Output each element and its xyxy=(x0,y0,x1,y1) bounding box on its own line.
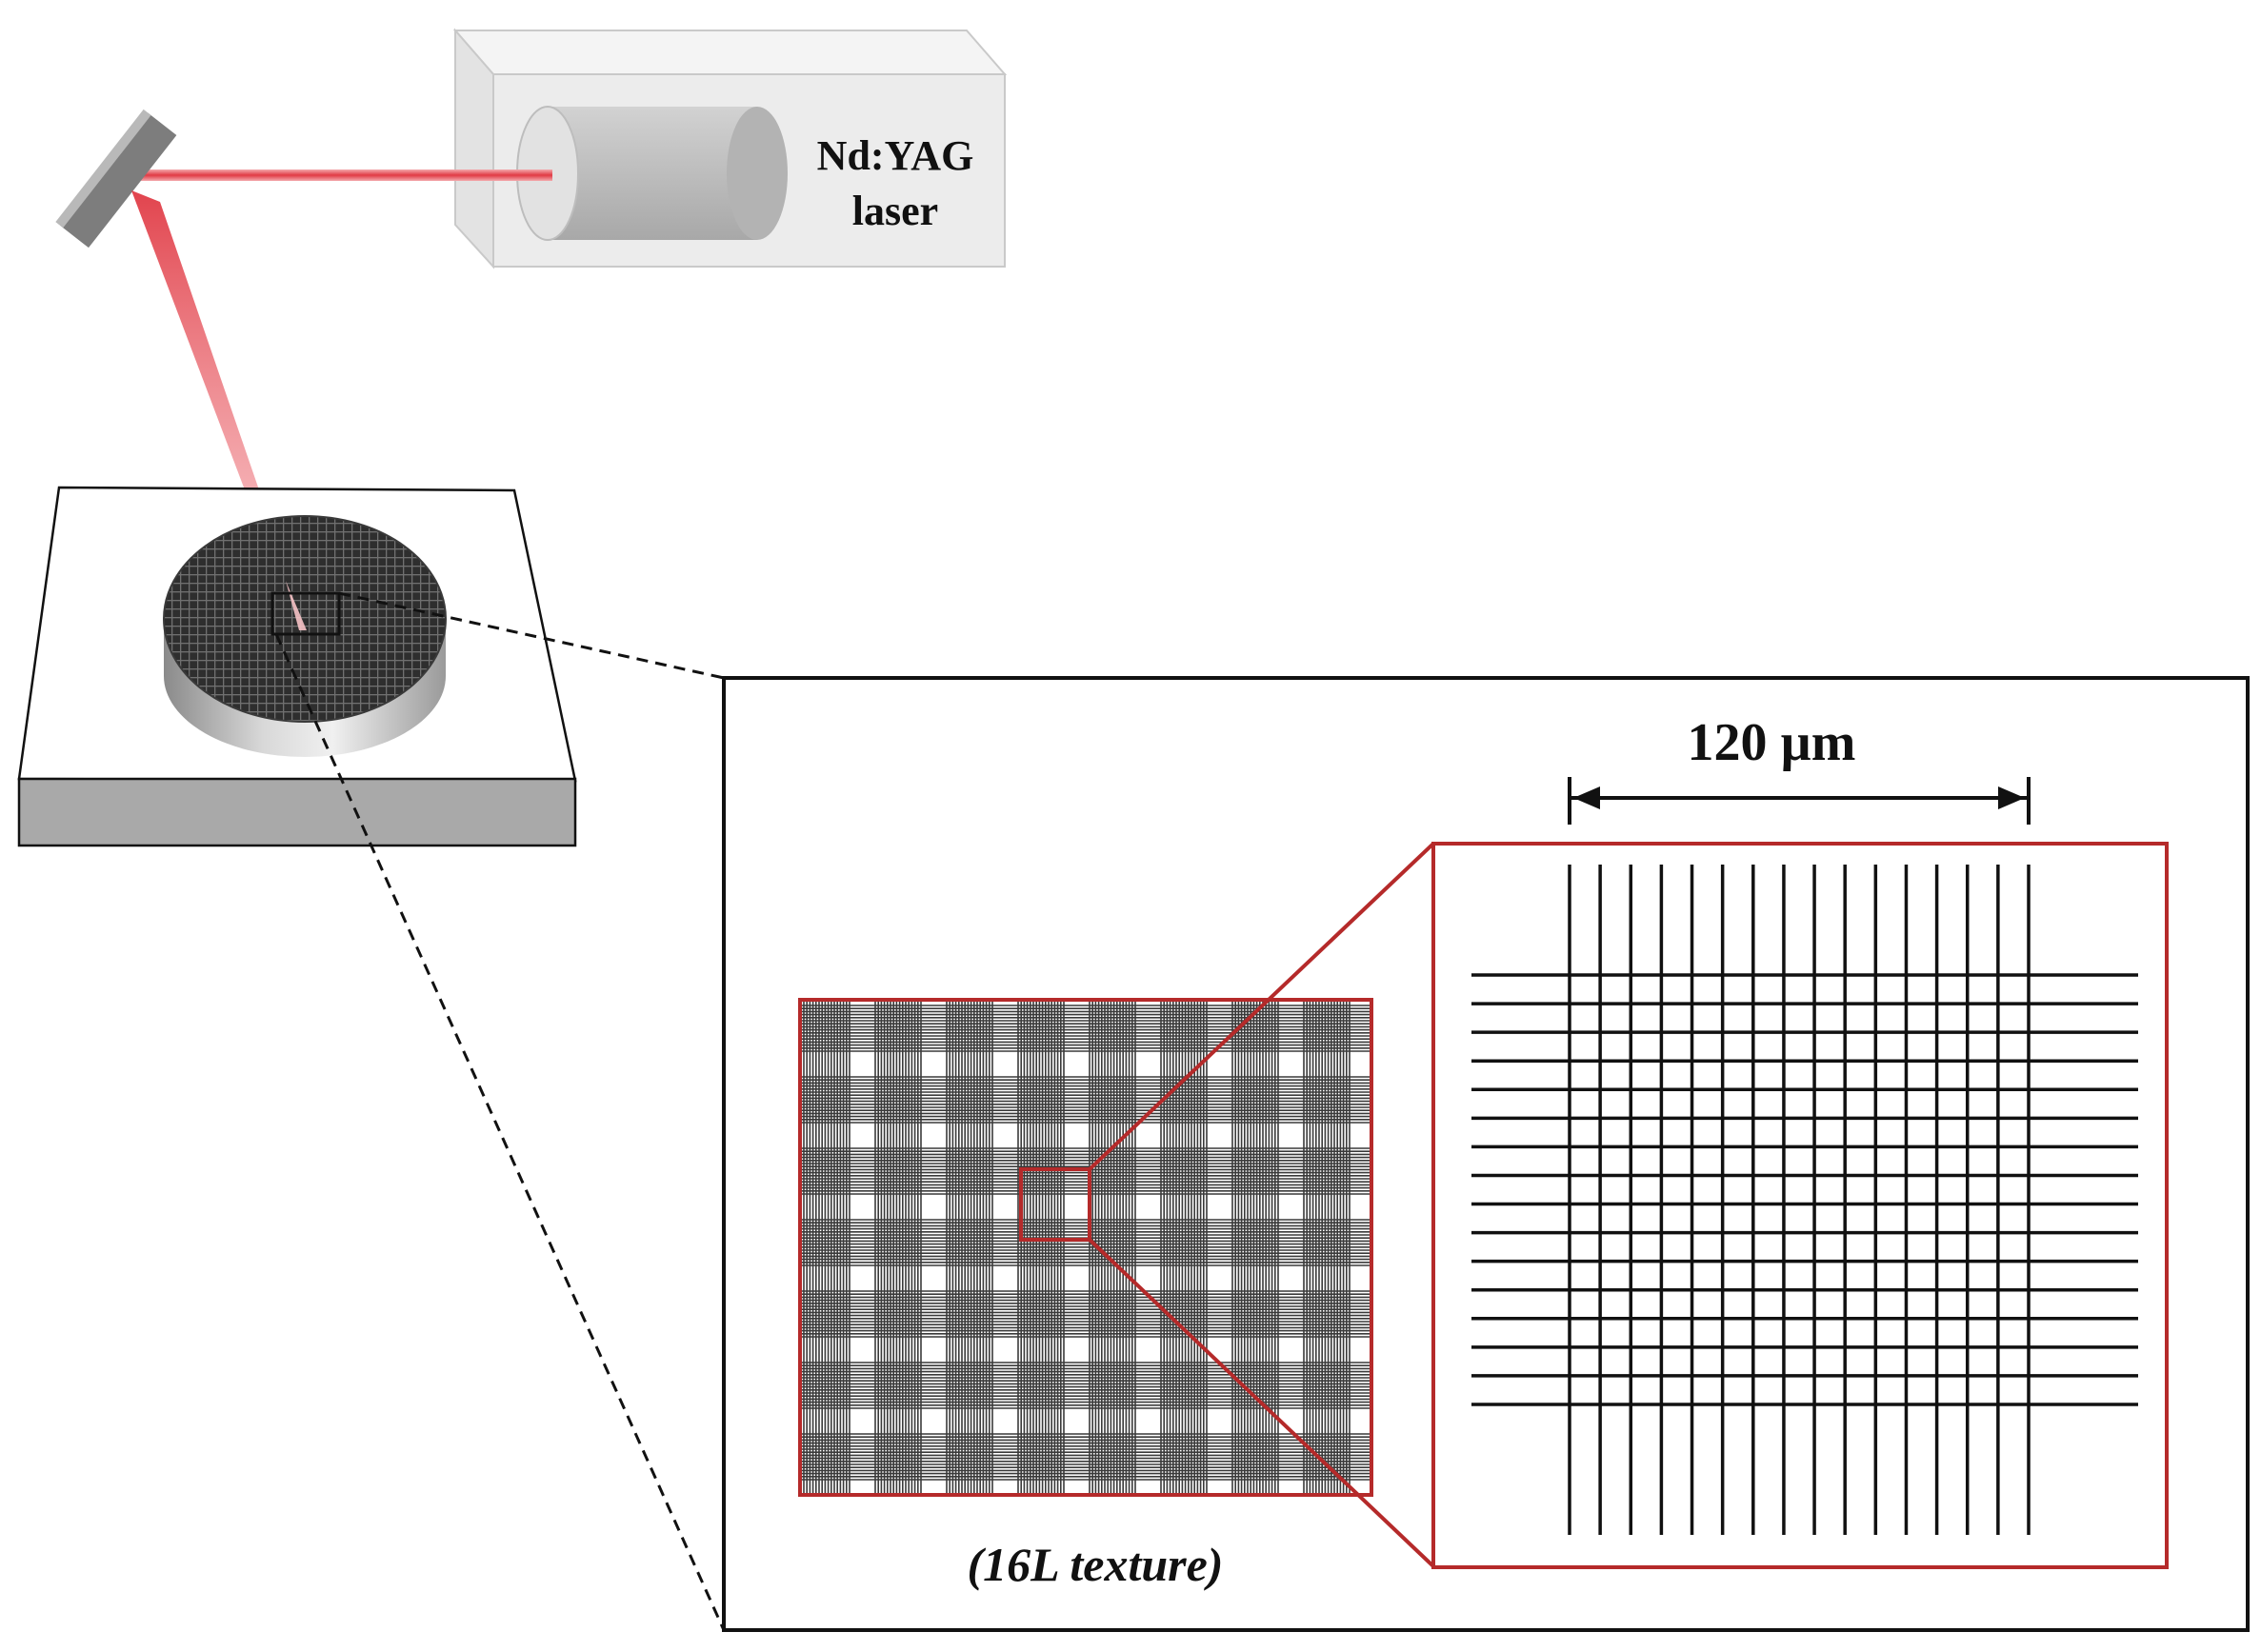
laser-label-line1: Nd:YAG xyxy=(817,132,974,179)
enlarged-grid-horizontal-lines xyxy=(1471,973,2138,1406)
texture-frame xyxy=(798,998,1373,1497)
textured-disk xyxy=(163,515,447,757)
texture-pattern xyxy=(800,1000,1371,1495)
horizontal-laser-beam xyxy=(133,169,552,181)
magnify-line-bottom xyxy=(1088,1238,1435,1568)
laser-cylinder xyxy=(516,106,788,241)
zoom-line-bottom xyxy=(274,633,726,1631)
scale-bar xyxy=(1568,777,2031,825)
scale-bar-label: 120 µm xyxy=(1688,713,1856,772)
zoom-line-top xyxy=(338,591,725,680)
disk-selection-box xyxy=(270,591,341,636)
magnify-line-top xyxy=(1088,842,1435,1171)
texture-caption: (16L texture) xyxy=(968,1538,1224,1591)
texture-highlight-box xyxy=(1019,1167,1091,1242)
laser-label-line2: laser xyxy=(852,188,938,234)
mirror xyxy=(55,109,177,249)
